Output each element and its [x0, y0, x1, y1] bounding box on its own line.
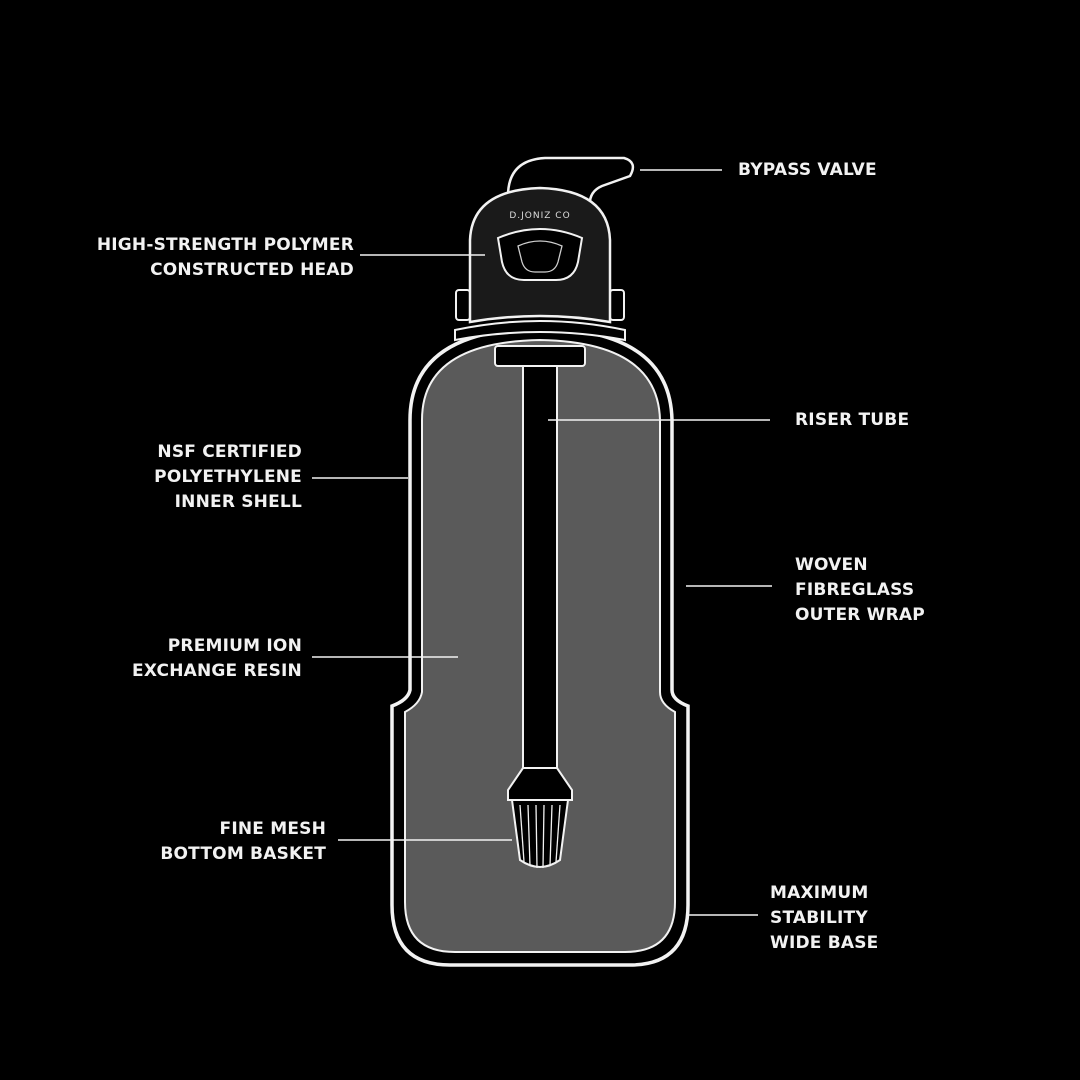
label-inner-shell: NSF CERTIFIED POLYETHYLENE INNER SHELL [154, 440, 302, 515]
label-basket-line-2: BOTTOM BASKET [160, 844, 326, 864]
label-bypass-valve-line-1: BYPASS VALVE [738, 160, 877, 180]
label-resin-line-2: EXCHANGE RESIN [132, 661, 302, 681]
label-inner-shell-line-1: NSF CERTIFIED [157, 442, 302, 462]
label-bypass-valve: BYPASS VALVE [738, 158, 877, 183]
label-base-line-1: MAXIMUM [770, 883, 869, 903]
head-grip-inner [517, 240, 563, 273]
label-basket-line-1: FINE MESH [219, 819, 326, 839]
label-inner-shell-line-3: INNER SHELL [174, 492, 302, 512]
label-resin-line-1: PREMIUM ION [167, 636, 302, 656]
label-resin: PREMIUM ION EXCHANGE RESIN [132, 634, 302, 684]
brand-logo: D.JONIZ CO [509, 211, 570, 221]
label-inner-shell-line-2: POLYETHYLENE [154, 467, 302, 487]
head-clip-left [455, 289, 471, 321]
leader-lines [312, 169, 772, 916]
label-outer-wrap-line-2: FIBREGLASS [795, 580, 915, 600]
label-base: MAXIMUM STABILITY WIDE BASE [770, 881, 879, 956]
neck-collar [454, 320, 626, 342]
label-head-line-2: CONSTRUCTED HEAD [150, 260, 354, 280]
label-base-line-2: STABILITY [770, 908, 868, 928]
label-basket: FINE MESH BOTTOM BASKET [160, 817, 326, 867]
basket-connector [507, 767, 573, 801]
label-head-line-1: HIGH-STRENGTH POLYMER [96, 235, 354, 255]
label-head: HIGH-STRENGTH POLYMER CONSTRUCTED HEAD [97, 233, 354, 283]
label-riser-tube: RISER TUBE [795, 408, 909, 433]
riser-top-cap [494, 345, 586, 367]
label-outer-wrap-line-1: WOVEN [795, 555, 868, 575]
label-outer-wrap: WOVEN FIBREGLASS OUTER WRAP [795, 553, 925, 628]
label-riser-tube-line-1: RISER TUBE [795, 410, 910, 430]
label-base-line-3: WIDE BASE [770, 933, 879, 953]
head-grip-panel [496, 228, 584, 281]
riser-tube [522, 365, 558, 769]
head-clip-right [609, 289, 625, 321]
mesh-basket-ribs [519, 804, 561, 869]
label-outer-wrap-line-3: OUTER WRAP [795, 605, 925, 625]
